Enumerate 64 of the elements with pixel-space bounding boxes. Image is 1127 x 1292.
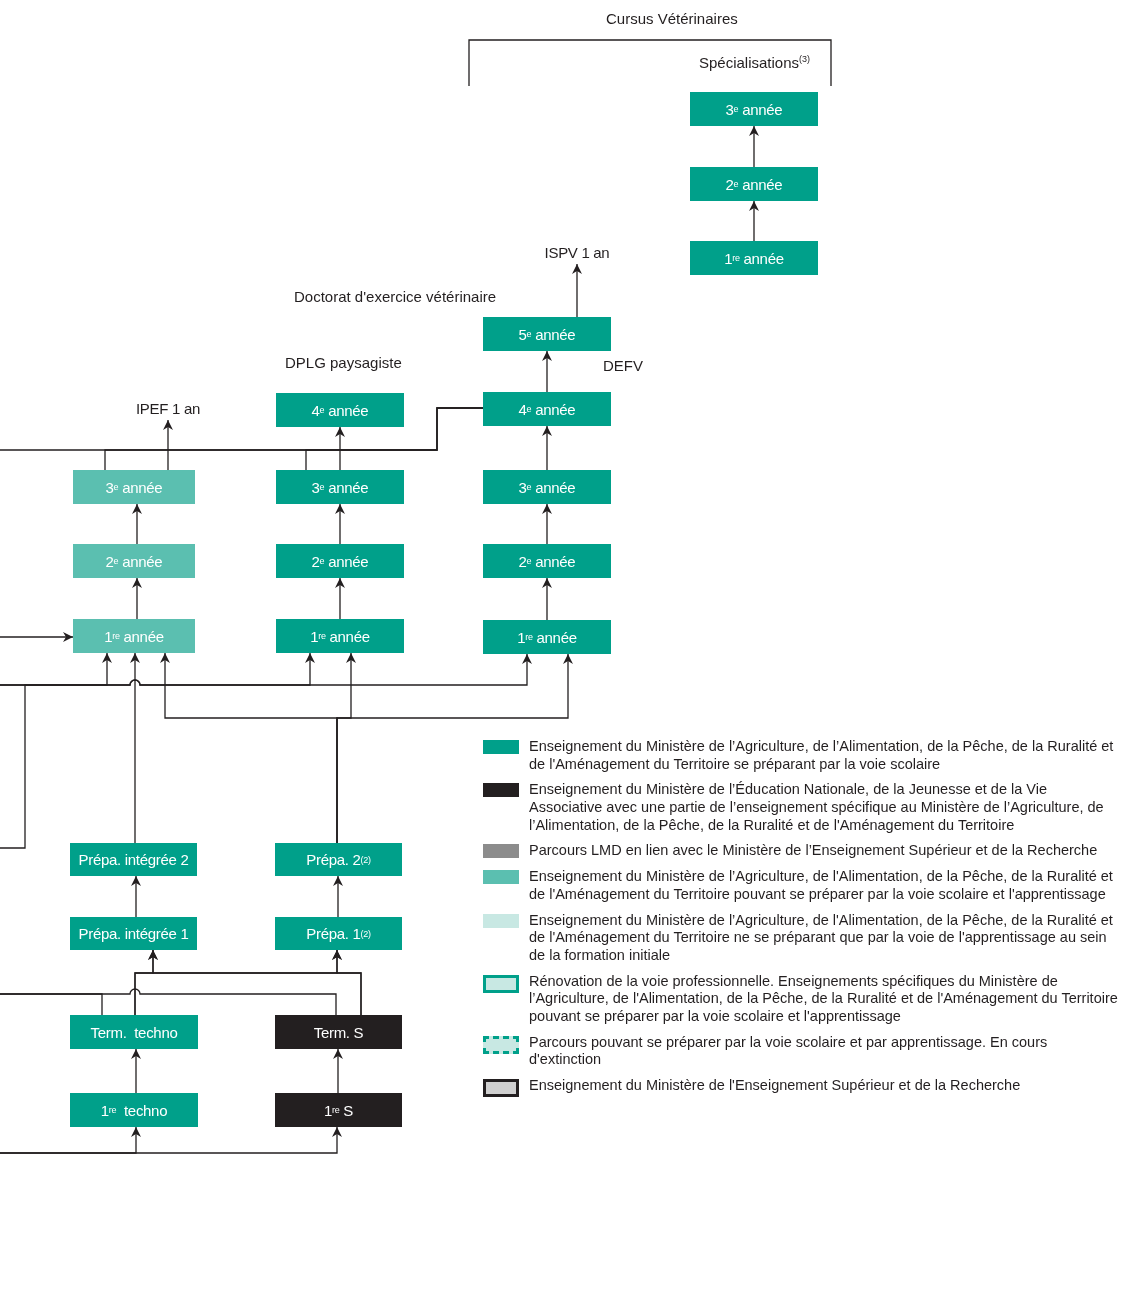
diploma-label: DEFV: [603, 357, 643, 374]
arrow: [749, 125, 759, 168]
arrow: [335, 426, 345, 471]
arrow: [542, 503, 552, 545]
legend-text: Parcours LMD en lien avec le Ministère de l’Enseignement Supérieur et de la Recherche: [529, 842, 1098, 861]
year-box: Term. techno: [70, 1015, 198, 1049]
year-box: 1$^{re}$ année: [483, 620, 611, 654]
arrow: [132, 503, 142, 545]
year-box: 5$^{e}$ année: [483, 317, 611, 351]
year-box: 1$^{re}$ techno: [70, 1093, 198, 1127]
year-box: 2$^{e}$ année: [483, 544, 611, 578]
arrow: [163, 419, 173, 471]
legend-text: Parcours pouvant se préparer par la voie scolaire et par apprentissage. En cours d'extinction: [529, 1033, 1049, 1069]
arrow: [333, 1048, 343, 1094]
column-heading: Doctorat d'exercice vétérinaire: [294, 288, 497, 305]
year-box: 1$^{re}$ année: [690, 241, 818, 275]
arrow: [0, 652, 315, 849]
arrow: [572, 263, 582, 318]
year-box: 2$^{e}$ année: [276, 544, 404, 578]
year-box: 4$^{e}$ année: [276, 393, 404, 427]
arrow: [749, 200, 759, 242]
column-heading: DPLG paysagiste: [285, 354, 402, 371]
arrow: [0, 653, 532, 686]
legend-text: Enseignement du Ministère de l’Agriculture, de l’Alimentation, de la Pêche, de la Ruralité et de l'Aménagement du Territoire se préparant par la voie scolaire: [529, 738, 1115, 774]
year-box: Prépa. intégrée 2: [70, 843, 197, 876]
legend-text: Enseignement du Ministère de l’Éducation Nationale, de la Jeunesse et de la Vie Associative avec une partie de l’enseignement spécifique au Ministère de l’Agriculture, de l’Alimentation, de la Pêche, de la Ruralité et de l'Aménagement du Territoire: [529, 781, 1105, 835]
year-box: Prépa. intégrée 1: [70, 917, 197, 950]
legend-text: Rénovation de la voie professionnelle. Enseignements spécifiques du Ministère de l’Agriculture, de l'Alimentation, de la Pêche, de la Ruralité et de l'Aménagement du Territoire pouvant se préparer par la voie scolaire et l'apprentissage: [529, 972, 1119, 1026]
arrow: [132, 577, 142, 620]
legend-text: Enseignement du Ministère de l’Agriculture, de l'Alimentation, de la Pêche, de la Ruralité et de l'Aménagement du Territoire ne se préparant que par la voie de l'apprentissage au sein de la formation initiale: [529, 911, 1114, 965]
year-box: Prépa. 2$^{(2)}$: [275, 843, 402, 876]
arrow: [542, 350, 552, 393]
connector-line: [0, 988, 337, 1016]
year-box: 1$^{re}$ S: [275, 1093, 402, 1127]
year-box: 2$^{e}$ année: [73, 544, 195, 578]
arrow: [131, 1048, 141, 1094]
year-box: Term. S: [275, 1015, 402, 1049]
year-box: 1$^{re}$ année: [73, 619, 195, 653]
year-box: 3$^{e}$ année: [483, 470, 611, 504]
arrow: [336, 653, 573, 844]
arrow: [542, 577, 552, 621]
arrow: [335, 577, 345, 620]
year-box: 3$^{e}$ année: [276, 470, 404, 504]
arrow: [335, 503, 345, 545]
legend-text: Enseignement du Ministère de l’Agriculture, de l'Alimentation, de la Pêche, de la Ruralité et de l'Aménagement du Territoire pouvant se préparer par la voie scolaire et l'apprentissage: [529, 868, 1114, 904]
year-box: 3$^{e}$ année: [690, 92, 818, 126]
arrow: [0, 1126, 342, 1154]
year-box: 1$^{re}$ année: [276, 619, 404, 653]
year-box: 4$^{e}$ année: [483, 392, 611, 426]
arrow: [131, 875, 141, 918]
year-box: Prépa. 1$^{(2)}$: [275, 917, 402, 950]
year-box: 3$^{e}$ année: [73, 470, 195, 504]
destination-label: ISPV 1 an: [537, 240, 617, 264]
year-box: 2$^{e}$ année: [690, 167, 818, 201]
arrow: [333, 875, 343, 918]
destination-label: IPEF 1 an: [128, 396, 208, 420]
section-heading: Cursus Vétérinaires: [606, 10, 738, 27]
column-heading: Spécialisations$^{(3)}$: [699, 54, 811, 71]
legend-text: Enseignement du Ministère de l'Enseignement Supérieur et de la Recherche: [529, 1077, 1021, 1095]
connector-line: [0, 407, 484, 451]
arrow: [542, 425, 552, 471]
arrow: [0, 632, 74, 642]
arrow: [332, 949, 362, 1016]
arrow: [130, 652, 140, 844]
